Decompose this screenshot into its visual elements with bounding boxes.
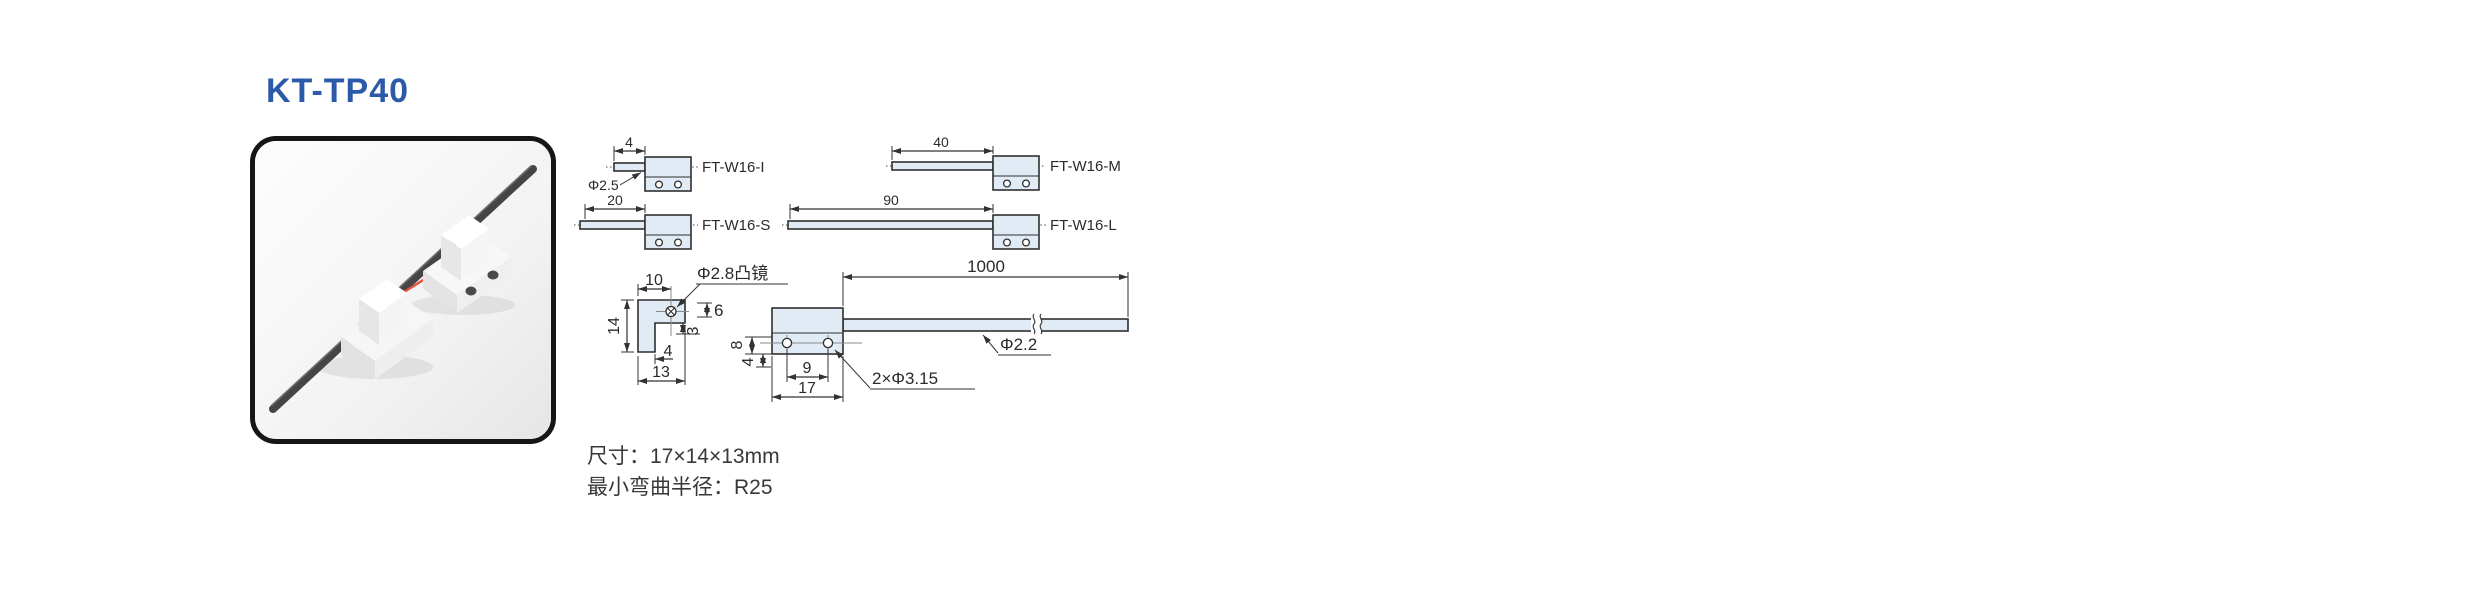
product-photo-render xyxy=(255,141,551,439)
page-title: KT-TP40 xyxy=(266,72,410,110)
sensor-body-drawing xyxy=(771,307,844,355)
drawing-ft-w16-i: 4 FT-W16-I Φ2.5 xyxy=(588,134,765,193)
spec-min-bend-radius: 最小弯曲半径：R25 xyxy=(587,476,773,499)
fiber-cable xyxy=(269,165,537,413)
mount-hole xyxy=(487,270,499,280)
dim-hole-height: 8 xyxy=(729,340,746,349)
spec-size: 尺寸：17×14×13mm xyxy=(587,445,780,468)
dim-hole-bottom-offset: 4 xyxy=(740,357,757,366)
dim-tip-length: 20 xyxy=(607,192,623,208)
dim-tip-length: 4 xyxy=(625,134,633,150)
model-label: FT-W16-M xyxy=(1050,158,1121,175)
lens-label: Φ2.8凸镜 xyxy=(697,264,768,283)
dim-top-width: 10 xyxy=(645,272,663,289)
technical-drawings: 4 FT-W16-I Φ2.5 40 xyxy=(570,120,1270,425)
dim-lens-offset-v: 6 xyxy=(714,301,723,320)
front-view-drawing: 1000 Φ2.2 2×Φ3.15 9 17 8 xyxy=(729,257,1129,402)
fiber-diameter-label: Φ2.2 xyxy=(1000,335,1037,354)
drawings-svg: 4 FT-W16-I Φ2.5 40 xyxy=(574,134,1129,402)
dim-body-width: 17 xyxy=(798,380,816,397)
dim-lens-offset-h: 3 xyxy=(685,326,702,335)
fiber-cable-highlight xyxy=(270,165,532,407)
mount-hole xyxy=(465,286,477,296)
dim-height: 14 xyxy=(606,317,623,335)
fiber-cable-drawing xyxy=(842,318,1129,332)
drawing-ft-w16-m: 40 FT-W16-M xyxy=(886,134,1121,191)
model-label: FT-W16-I xyxy=(702,159,765,176)
dim-foot-width: 4 xyxy=(664,343,673,360)
side-view-drawing: 10 14 Φ2.8凸镜 6 3 4 xyxy=(606,264,788,385)
dim-hole-spacing: 9 xyxy=(803,360,812,377)
drawing-ft-w16-s: 20 FT-W16-S xyxy=(574,192,770,250)
spec-text: 尺寸：17×14×13mm 最小弯曲半径：R25 xyxy=(587,441,780,503)
emitter-block xyxy=(341,279,433,379)
dim-base-width: 13 xyxy=(652,364,670,381)
dim-tip-length: 90 xyxy=(883,192,899,208)
drawing-ft-w16-l: 90 FT-W16-L xyxy=(782,192,1117,250)
dim-tip-length: 40 xyxy=(933,134,949,150)
mount-holes-label: 2×Φ3.15 xyxy=(872,369,938,388)
product-photo xyxy=(250,136,556,444)
dim-fiber-length: 1000 xyxy=(967,257,1005,276)
receiver-block xyxy=(423,215,511,313)
model-label: FT-W16-S xyxy=(702,217,770,234)
model-label: FT-W16-L xyxy=(1050,217,1117,234)
tip-diameter-label: Φ2.5 xyxy=(588,177,619,193)
